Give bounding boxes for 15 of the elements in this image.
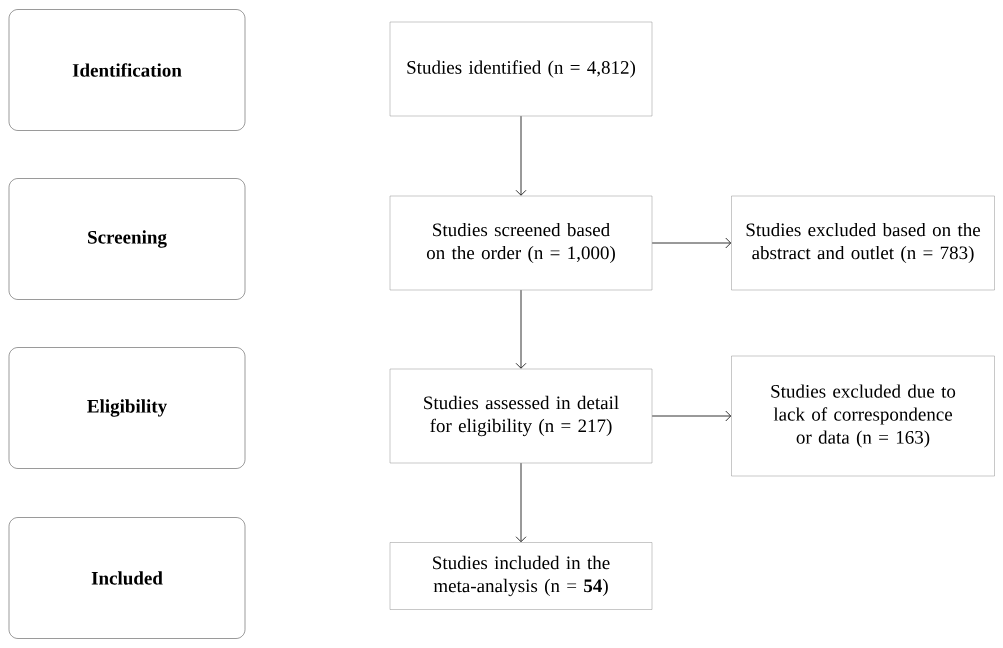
stage-box: Included: [8, 517, 246, 639]
process-box: Studies assessed in detail for eligibility (n = 217): [389, 368, 653, 464]
arrow: [515, 115, 527, 196]
stage-box: Identification: [8, 9, 246, 131]
stage-box: Eligibility: [8, 347, 246, 469]
process-box: Studies screened based on the order (n = 1,000): [389, 195, 653, 291]
arrow: [651, 237, 732, 249]
process-box: Studies excluded due to lack of correspondence or data (n = 163): [731, 355, 995, 477]
arrow: [515, 462, 527, 543]
process-box: Studies excluded based on the abstract and outlet (n = 783): [731, 195, 995, 291]
arrow: [515, 289, 527, 369]
process-box: Studies identified (n = 4,812): [389, 21, 653, 117]
process-box: Studies included in the meta-analysis (n = 54): [389, 542, 653, 610]
stage-box: Screening: [8, 178, 246, 300]
arrow: [651, 410, 732, 422]
